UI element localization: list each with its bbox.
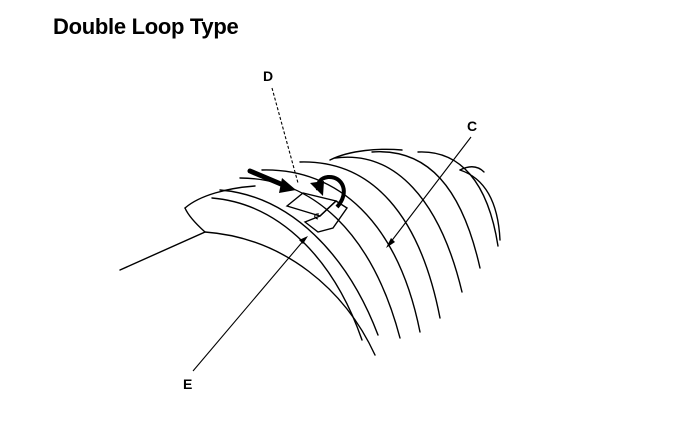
clamp-bands (211, 189, 379, 341)
boot-convolutions (239, 148, 501, 339)
push-arrow-icon (247, 168, 296, 193)
page-title: Double Loop Type (53, 14, 239, 39)
callout-e-label: E (183, 376, 193, 392)
boot-outline (119, 185, 376, 356)
callout-c-label: C (467, 118, 478, 134)
fold-arrow-icon (310, 175, 346, 209)
leader-lines (192, 87, 472, 372)
clamp-buckle (285, 192, 348, 233)
callout-d-label: D (263, 68, 274, 84)
